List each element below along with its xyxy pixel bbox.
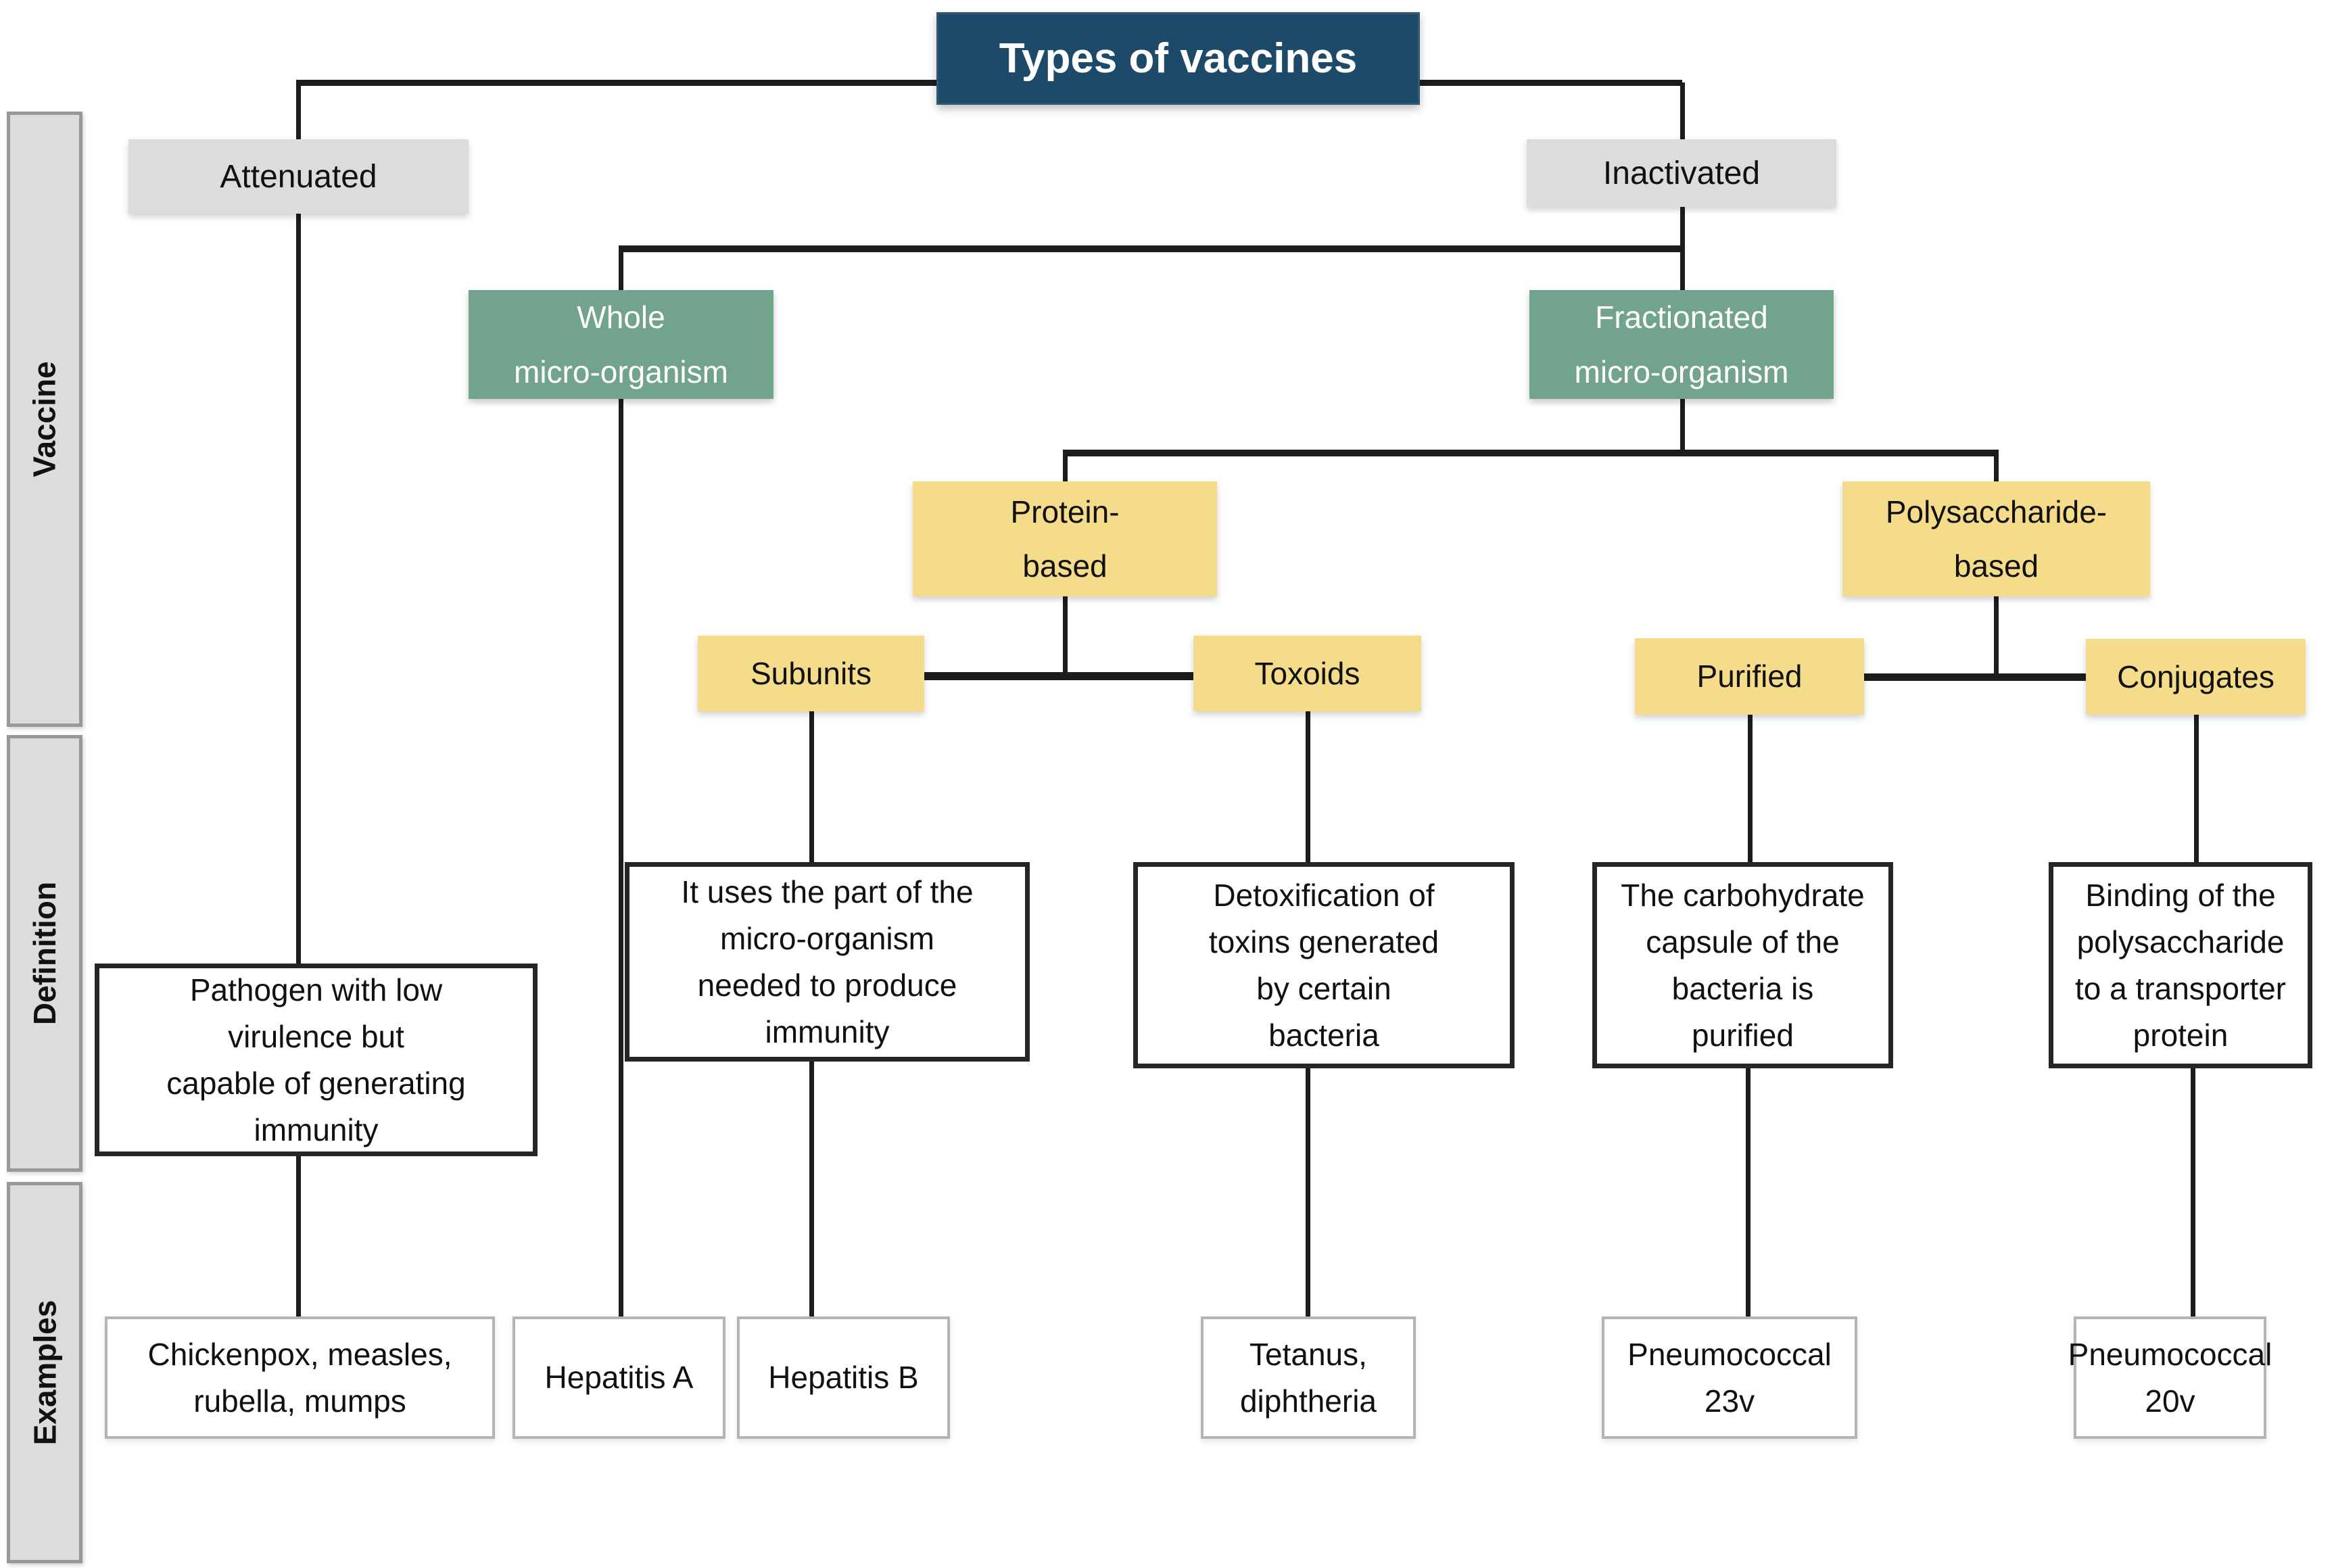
connector-polysaccharide-out xyxy=(1994,594,1999,680)
node-toxoids: Toxoids xyxy=(1193,636,1421,711)
connector-title-to-inactivated xyxy=(1420,80,1682,86)
definition-subunits: It uses the part of the micro-organism n… xyxy=(625,862,1030,1062)
node-inactivated: Inactivated xyxy=(1527,139,1836,207)
node-whole-micro-organism: Whole micro-organism xyxy=(469,290,773,399)
connector-attenuated-drop xyxy=(296,82,301,142)
diagram-title: Types of vaccines xyxy=(936,12,1420,105)
connector-purified-to-definition xyxy=(1748,712,1753,865)
connector-fractionated-branch xyxy=(1063,450,1999,456)
connector-inactivated-branch xyxy=(619,245,1685,252)
definition-purified: The carbohydrate capsule of the bacteria… xyxy=(1592,862,1893,1068)
connector-polysaccharide-drop xyxy=(1994,453,1999,484)
connector-whole-to-example xyxy=(619,396,623,1319)
node-protein-based: Protein- based xyxy=(913,481,1217,596)
example-purified: Pneumococcal 23v xyxy=(1602,1316,1857,1439)
connector-definition-to-example-subunits xyxy=(809,1059,814,1319)
connector-definition-to-example-attenuated xyxy=(296,1154,301,1319)
connector-toxoids-to-definition xyxy=(1306,709,1310,865)
connector-protein-out xyxy=(1063,594,1068,679)
sidebar-label-examples: Examples xyxy=(27,1300,63,1446)
connector-definition-to-example-purified xyxy=(1746,1066,1750,1319)
sidebar-label-definition: Definition xyxy=(27,881,63,1026)
definition-attenuated: Pathogen with low virulence but capable … xyxy=(95,964,538,1156)
connector-protein-drop xyxy=(1063,453,1068,484)
example-subunits: Hepatitis B xyxy=(737,1316,950,1439)
example-whole-micro-organism: Hepatitis A xyxy=(513,1316,725,1439)
connector-title-to-attenuated xyxy=(296,80,936,86)
definition-toxoids: Detoxification of toxins generated by ce… xyxy=(1133,862,1515,1068)
connector-definition-to-example-toxoids xyxy=(1306,1066,1310,1319)
connector-fractionated-drop xyxy=(1680,249,1685,293)
sidebar-label-vaccine: Vaccine xyxy=(27,361,63,477)
connector-fractionated-out xyxy=(1680,396,1685,456)
connector-subunits-toxoids-bridge xyxy=(924,672,1193,680)
node-fractionated-micro-organism: Fractionated micro-organism xyxy=(1529,290,1834,399)
node-attenuated: Attenuated xyxy=(128,139,469,214)
definition-conjugates: Binding of the polysaccharide to a trans… xyxy=(2049,862,2312,1068)
connector-inactivated-drop xyxy=(1680,82,1685,142)
sidebar-row-examples: Examples xyxy=(7,1182,82,1563)
connector-whole-drop xyxy=(619,249,623,293)
example-toxoids: Tetanus, diphtheria xyxy=(1201,1316,1416,1439)
node-subunits: Subunits xyxy=(698,636,924,711)
example-conjugates: Pneumococcal 20v xyxy=(2068,1316,2272,1439)
connector-inactivated-out xyxy=(1680,204,1685,252)
connector-subunits-to-definition xyxy=(809,709,814,865)
node-conjugates: Conjugates xyxy=(2086,639,2306,715)
connector-attenuated-to-definition xyxy=(296,211,301,966)
node-purified: Purified xyxy=(1635,638,1864,715)
connector-conjugates-to-definition xyxy=(2194,712,2199,865)
connector-purified-conjugates-bridge xyxy=(1864,673,2086,681)
example-attenuated: Chickenpox, measles, rubella, mumps xyxy=(105,1316,495,1439)
node-polysaccharide-based: Polysaccharide- based xyxy=(1842,481,2150,596)
sidebar-row-definition: Definition xyxy=(7,735,82,1172)
sidebar-row-vaccine: Vaccine xyxy=(7,112,82,727)
connector-definition-to-example-conjugates xyxy=(2191,1066,2195,1319)
